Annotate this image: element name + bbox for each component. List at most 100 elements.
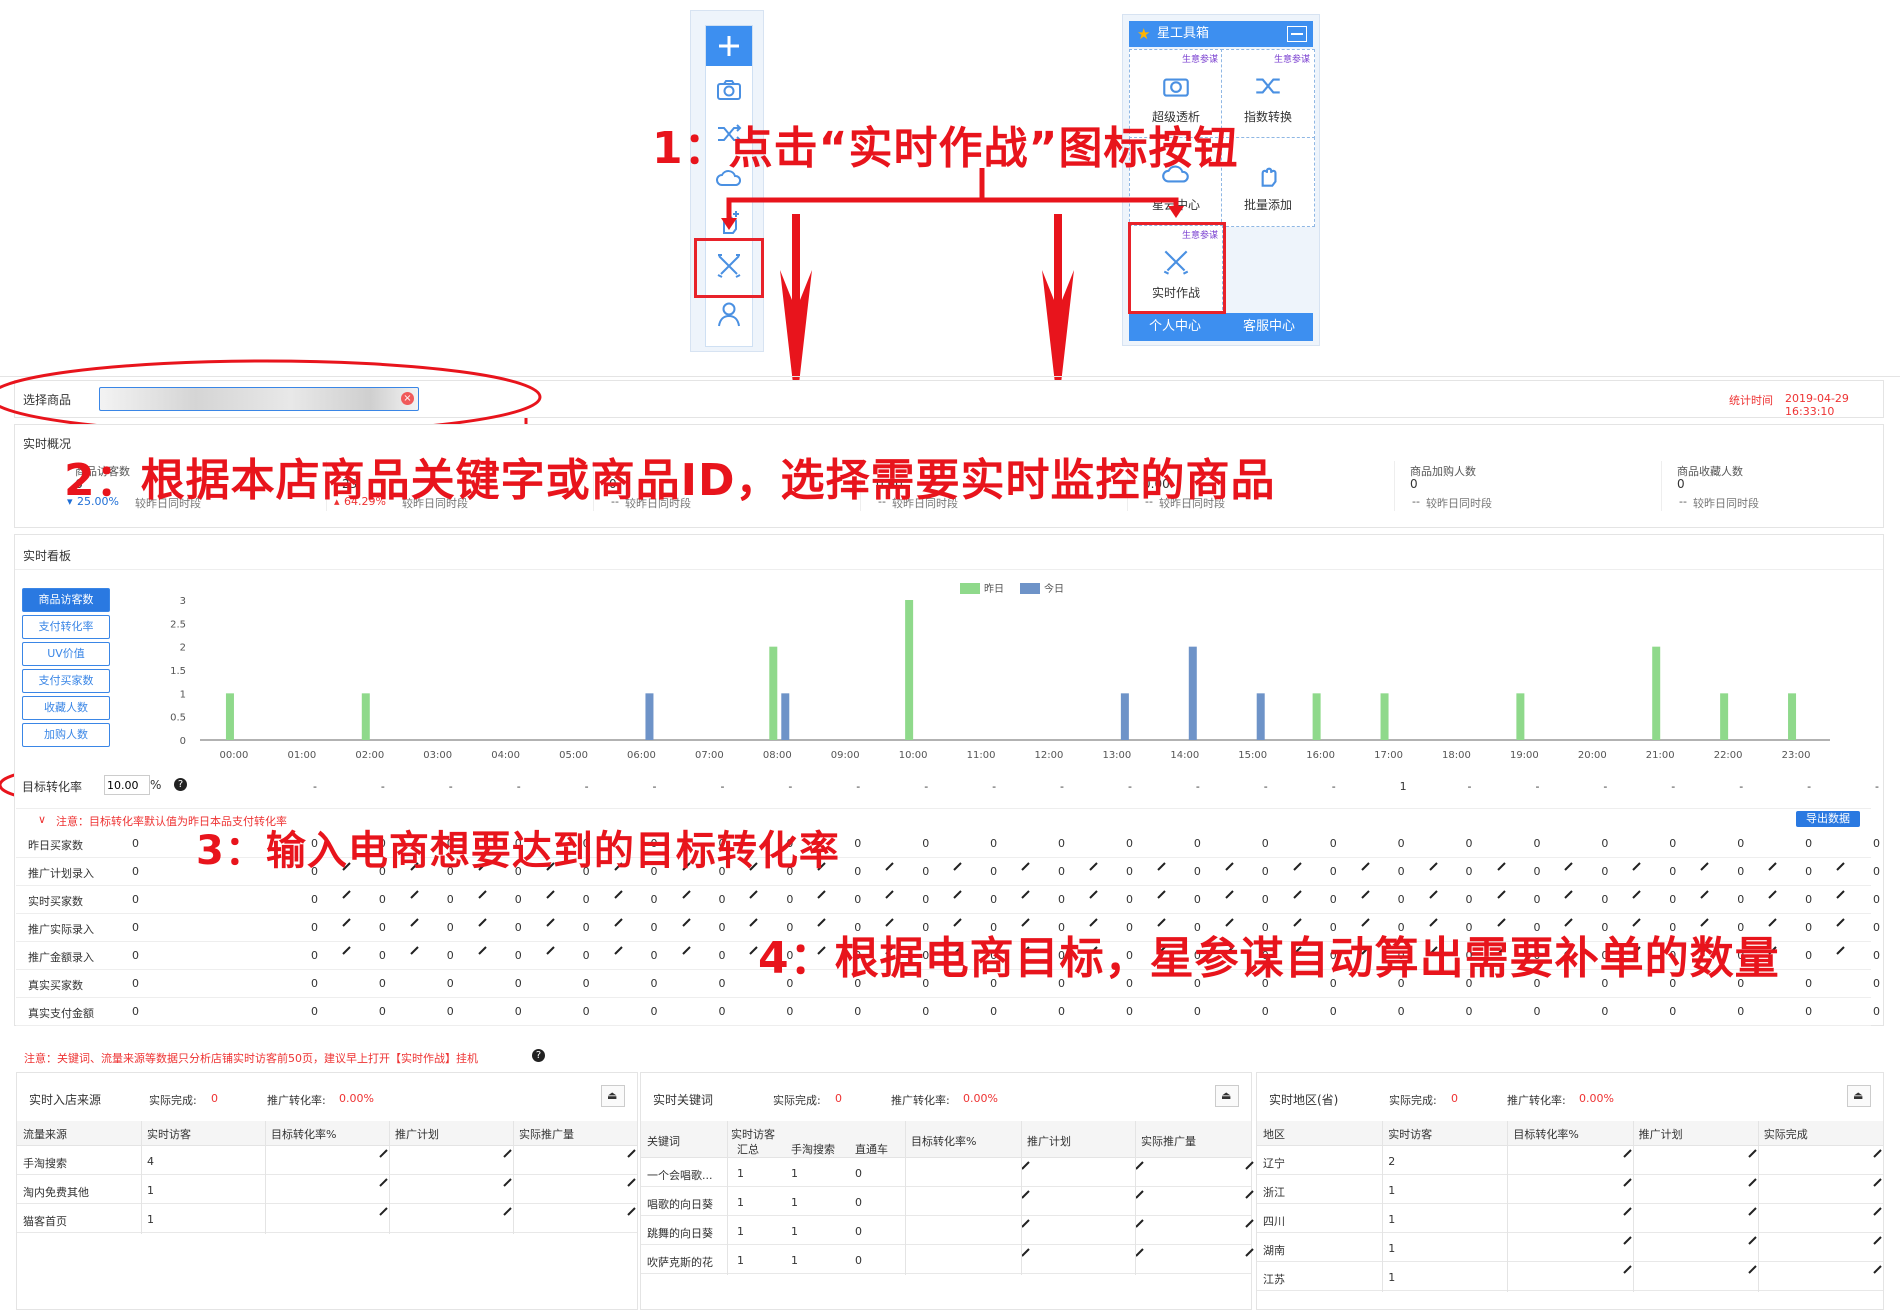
edit-icon[interactable] (1360, 862, 1370, 871)
edit-icon[interactable] (1225, 918, 1234, 927)
edit-icon[interactable] (1632, 890, 1642, 899)
edit-icon[interactable] (1873, 1207, 1882, 1216)
edit-icon[interactable] (1225, 862, 1234, 871)
shuffle-button[interactable] (706, 114, 752, 154)
metric-btn-pay-rate[interactable]: 支付转化率 (22, 615, 110, 639)
realtime-battle-button[interactable] (706, 246, 752, 286)
edit-icon[interactable] (1836, 862, 1845, 871)
edit-icon[interactable] (1021, 890, 1030, 899)
metric-btn-uv-value[interactable]: UV价值 (22, 642, 110, 666)
edit-icon[interactable] (545, 890, 555, 899)
edit-icon[interactable] (1245, 1190, 1254, 1199)
edit-icon[interactable] (342, 946, 351, 955)
camera-button[interactable] (706, 70, 752, 110)
edit-icon[interactable] (1768, 946, 1777, 955)
edit-icon[interactable] (478, 918, 487, 927)
edit-icon[interactable] (1836, 918, 1845, 927)
edit-icon[interactable] (342, 918, 351, 927)
edit-icon[interactable] (1768, 890, 1777, 899)
edit-icon[interactable] (681, 918, 691, 927)
edit-icon[interactable] (1836, 890, 1845, 899)
edit-icon[interactable] (1496, 890, 1506, 899)
edit-icon[interactable] (613, 946, 623, 955)
minimize-icon[interactable] (1287, 26, 1307, 42)
edit-icon[interactable] (410, 890, 419, 899)
edit-icon[interactable] (1360, 890, 1370, 899)
edit-icon[interactable] (1632, 918, 1642, 927)
edit-icon[interactable] (1245, 1219, 1254, 1228)
edit-icon[interactable] (1021, 862, 1030, 871)
metric-btn-buyers[interactable]: 支付买家数 (22, 669, 110, 693)
edit-icon[interactable] (1700, 890, 1709, 899)
edit-icon[interactable] (1564, 890, 1574, 899)
edit-icon[interactable] (1360, 946, 1370, 955)
edit-icon[interactable] (1293, 918, 1302, 927)
edit-icon[interactable] (1768, 862, 1777, 871)
edit-icon[interactable] (1564, 946, 1574, 955)
edit-icon[interactable] (503, 1207, 512, 1216)
edit-icon[interactable] (545, 946, 555, 955)
personal-center-link[interactable]: 个人中心 (1149, 319, 1202, 334)
metric-btn-favorites[interactable]: 收藏人数 (22, 696, 110, 720)
edit-icon[interactable] (1700, 946, 1709, 955)
edit-icon[interactable] (1700, 918, 1709, 927)
edit-icon[interactable] (817, 862, 827, 871)
edit-icon[interactable] (379, 1149, 388, 1158)
edit-icon[interactable] (545, 918, 555, 927)
edit-icon[interactable] (953, 946, 962, 955)
edit-icon[interactable] (1622, 1236, 1632, 1245)
edit-icon[interactable] (613, 862, 623, 871)
edit-icon[interactable] (1768, 918, 1777, 927)
edit-icon[interactable] (817, 918, 827, 927)
edit-icon[interactable] (1632, 946, 1642, 955)
edit-icon[interactable] (627, 1149, 636, 1158)
help-icon[interactable]: ? (174, 778, 187, 791)
edit-icon[interactable] (817, 890, 827, 899)
edit-icon[interactable] (1157, 862, 1166, 871)
edit-icon[interactable] (342, 890, 351, 899)
help-icon[interactable]: ? (532, 1049, 545, 1062)
edit-icon[interactable] (503, 1149, 512, 1158)
edit-icon[interactable] (749, 946, 759, 955)
edit-icon[interactable] (1873, 1149, 1882, 1158)
edit-icon[interactable] (681, 946, 691, 955)
edit-icon[interactable] (1157, 946, 1166, 955)
edit-icon[interactable] (342, 862, 351, 871)
edit-icon[interactable] (1293, 946, 1302, 955)
edit-icon[interactable] (1622, 1265, 1632, 1274)
edit-icon[interactable] (1748, 1236, 1757, 1245)
edit-icon[interactable] (1293, 862, 1302, 871)
edit-icon[interactable] (1873, 1178, 1882, 1187)
edit-icon[interactable] (1245, 1161, 1254, 1170)
edit-icon[interactable] (953, 890, 962, 899)
export-data-button[interactable]: 导出数据 (1796, 811, 1860, 827)
edit-icon[interactable] (410, 862, 419, 871)
edit-icon[interactable] (1622, 1207, 1632, 1216)
edit-icon[interactable] (1428, 946, 1438, 955)
edit-icon[interactable] (613, 918, 623, 927)
edit-icon[interactable] (1021, 1161, 1030, 1170)
edit-icon[interactable] (1748, 1178, 1757, 1187)
edit-icon[interactable] (1021, 1219, 1030, 1228)
edit-icon[interactable] (478, 946, 487, 955)
edit-icon[interactable] (1157, 890, 1166, 899)
edit-icon[interactable] (1700, 862, 1709, 871)
edit-icon[interactable] (1622, 1149, 1632, 1158)
edit-icon[interactable] (627, 1207, 636, 1216)
edit-icon[interactable] (885, 862, 894, 871)
edit-icon[interactable] (545, 862, 555, 871)
edit-icon[interactable] (1748, 1207, 1757, 1216)
edit-icon[interactable] (1564, 918, 1574, 927)
edit-icon[interactable] (1135, 1161, 1144, 1170)
edit-icon[interactable] (1293, 890, 1302, 899)
edit-icon[interactable] (1245, 1248, 1254, 1257)
edit-icon[interactable] (410, 918, 419, 927)
edit-icon[interactable] (1225, 890, 1234, 899)
export-icon[interactable]: ⏏ (1847, 1085, 1871, 1107)
edit-icon[interactable] (1157, 918, 1166, 927)
cloud-button[interactable] (706, 158, 752, 198)
edit-icon[interactable] (749, 862, 759, 871)
edit-icon[interactable] (478, 862, 487, 871)
edit-icon[interactable] (1564, 862, 1574, 871)
edit-icon[interactable] (1873, 1236, 1882, 1245)
